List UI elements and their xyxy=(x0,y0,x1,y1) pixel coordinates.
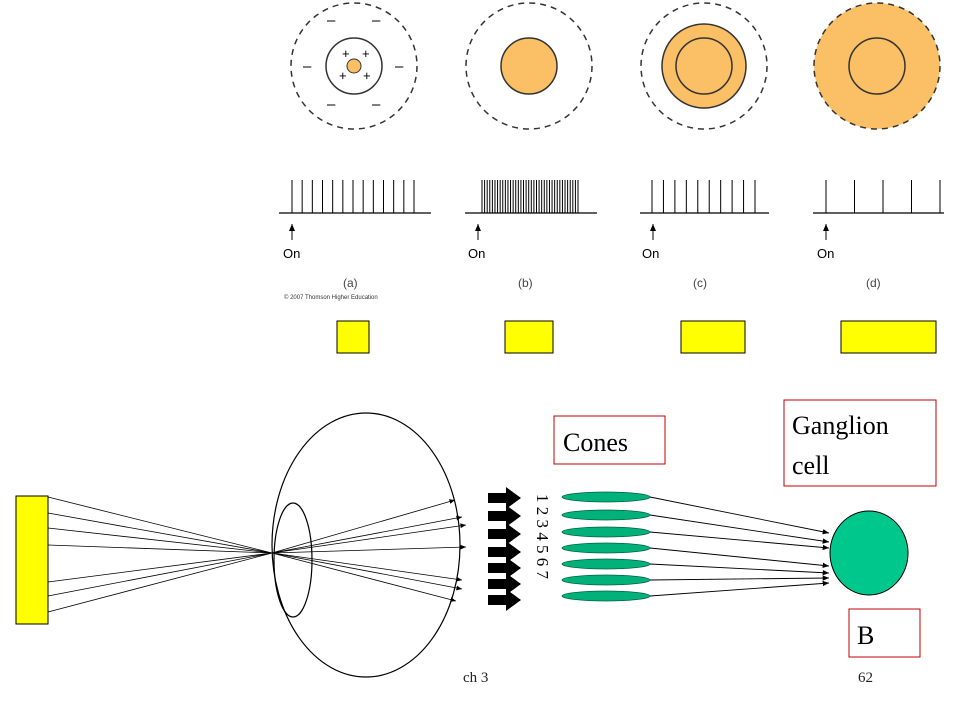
plus-sign: + xyxy=(342,46,350,61)
cone xyxy=(561,509,651,521)
light-bar-c xyxy=(680,320,746,354)
minus-sign: – xyxy=(327,96,336,113)
ray xyxy=(271,552,457,602)
panel-a-receptive-field: + + + + – – – – – – xyxy=(290,2,418,130)
on-label: On xyxy=(642,246,659,261)
panel-label: (b) xyxy=(518,276,533,290)
minus-sign: – xyxy=(327,12,336,29)
on-label: On xyxy=(468,246,485,261)
convergence-arrow xyxy=(649,580,830,597)
plus-sign: + xyxy=(363,68,371,83)
minus-sign: – xyxy=(395,58,404,75)
cone xyxy=(561,491,651,503)
small-spot xyxy=(346,58,362,74)
block-arrow xyxy=(488,573,521,595)
panel-d-receptive-field xyxy=(813,2,941,130)
cone xyxy=(561,574,651,586)
panel-c-receptive-field xyxy=(640,2,768,130)
cones xyxy=(561,491,651,602)
lens xyxy=(273,502,313,618)
light-stimulus-bar xyxy=(15,495,49,625)
footer-page-number: 62 xyxy=(858,670,873,686)
convergence-arrow xyxy=(649,563,830,576)
convergence-arrow xyxy=(649,496,830,535)
block-arrow xyxy=(488,541,521,563)
cones-label: Cones xyxy=(563,428,628,457)
ganglion-label-box xyxy=(783,399,937,487)
spike-trains xyxy=(279,180,944,240)
panel-label: (c) xyxy=(693,276,707,290)
ray xyxy=(271,552,463,582)
panel-b-receptive-field xyxy=(465,2,593,130)
cone xyxy=(561,590,651,602)
photoreceptor-input-arrows xyxy=(488,487,521,611)
ray xyxy=(271,552,463,591)
cone xyxy=(561,526,651,538)
cone xyxy=(561,542,651,554)
minus-sign: – xyxy=(303,58,312,75)
footer-chapter: ch 3 xyxy=(463,670,488,686)
light-bar-a xyxy=(336,320,370,354)
ganglion-label-line2: cell xyxy=(792,451,830,480)
cone xyxy=(561,558,651,570)
b-label-box xyxy=(848,608,921,658)
block-arrow xyxy=(488,487,521,509)
ray xyxy=(271,499,456,554)
convergence-arrow xyxy=(649,514,830,544)
on-label: On xyxy=(817,246,834,261)
block-arrow xyxy=(488,523,521,545)
light-bar-d xyxy=(840,320,937,354)
panel-label: (a) xyxy=(343,276,358,290)
convergence-arrow xyxy=(649,575,830,581)
block-arrow xyxy=(488,589,521,611)
spike-train xyxy=(640,180,769,240)
plus-sign: + xyxy=(339,68,347,83)
spike-train xyxy=(813,180,944,240)
ganglion-label-line1: Ganglion xyxy=(792,411,889,440)
panel-label: (d) xyxy=(866,276,881,290)
on-label: On xyxy=(283,246,300,261)
ray xyxy=(271,515,463,554)
eyeball xyxy=(271,412,461,678)
minus-sign: – xyxy=(372,96,381,113)
b-label: B xyxy=(857,621,874,650)
spike-train xyxy=(279,180,431,240)
block-arrow xyxy=(488,505,521,527)
spike-train xyxy=(465,180,597,240)
cones-label-box xyxy=(553,415,666,465)
light-rays xyxy=(47,496,467,613)
copyright-text: © 2007 Thomson Higher Education xyxy=(284,294,378,301)
plus-sign: + xyxy=(362,46,370,61)
minus-sign: – xyxy=(372,12,381,29)
cone-numbers: 1 2 3 4 5 6 7 xyxy=(533,494,552,580)
ray xyxy=(271,523,467,554)
block-arrow xyxy=(488,557,521,579)
convergence-arrow xyxy=(649,547,830,569)
light-bar-b xyxy=(504,320,554,354)
convergence-arrows xyxy=(649,496,830,597)
ganglion-cell xyxy=(829,510,909,596)
ray xyxy=(271,544,467,554)
convergence-arrow xyxy=(649,531,830,551)
